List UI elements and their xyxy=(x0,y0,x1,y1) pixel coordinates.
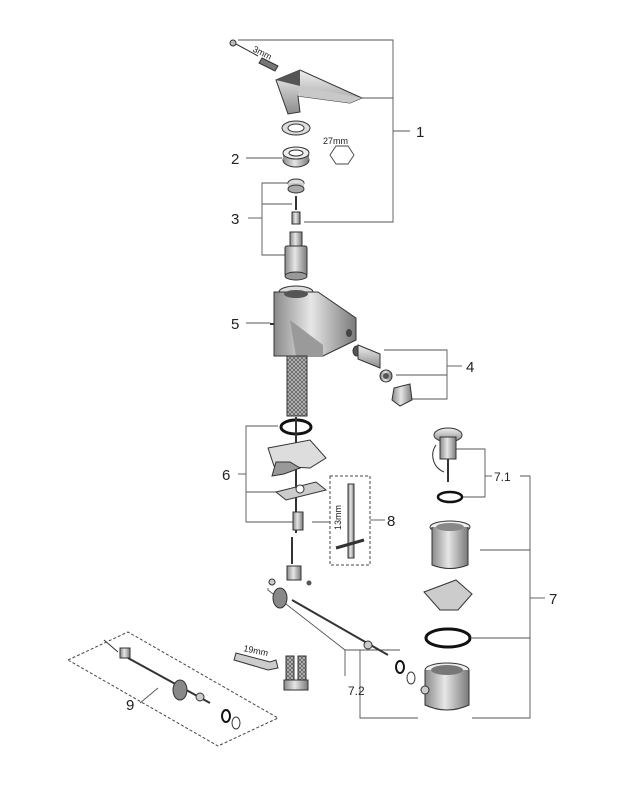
hex-key-3mm xyxy=(229,39,279,72)
part-aerator xyxy=(352,344,413,407)
part-mounting-set xyxy=(267,417,328,533)
callout-9: 9 xyxy=(126,697,134,714)
callout-7-2: 7.2 xyxy=(348,684,365,698)
callout-3: 3 xyxy=(231,211,239,228)
callout-5: 5 xyxy=(231,316,239,333)
part-popup-plug xyxy=(432,427,464,504)
callout-7: 7 xyxy=(549,591,557,608)
callout-8: 8 xyxy=(387,513,395,530)
callout-1: 1 xyxy=(416,124,424,141)
part-faucet-body xyxy=(270,285,357,417)
callout-labels: 1 2 3 4 5 6 7 7.1 7.2 8 9 xyxy=(126,124,557,714)
part-special-tool xyxy=(329,475,371,566)
callout-7-1: 7.1 xyxy=(494,470,511,484)
hex-nut-icon xyxy=(329,145,355,165)
callout-6: 6 xyxy=(222,467,230,484)
callout-2: 2 xyxy=(231,151,239,168)
part-lever-handle xyxy=(229,39,364,136)
dim-13mm: 13mm xyxy=(333,505,343,530)
dim-27mm: 27mm xyxy=(323,136,348,146)
part-popup-rod xyxy=(268,537,416,685)
part-hose-set xyxy=(233,652,309,691)
part-extension-set xyxy=(66,631,280,747)
callout-4: 4 xyxy=(466,359,474,376)
rotate-arrow-icon xyxy=(432,444,445,473)
part-waste-assembly xyxy=(420,520,473,711)
part-cartridge xyxy=(284,178,308,281)
part-nut xyxy=(282,145,355,168)
